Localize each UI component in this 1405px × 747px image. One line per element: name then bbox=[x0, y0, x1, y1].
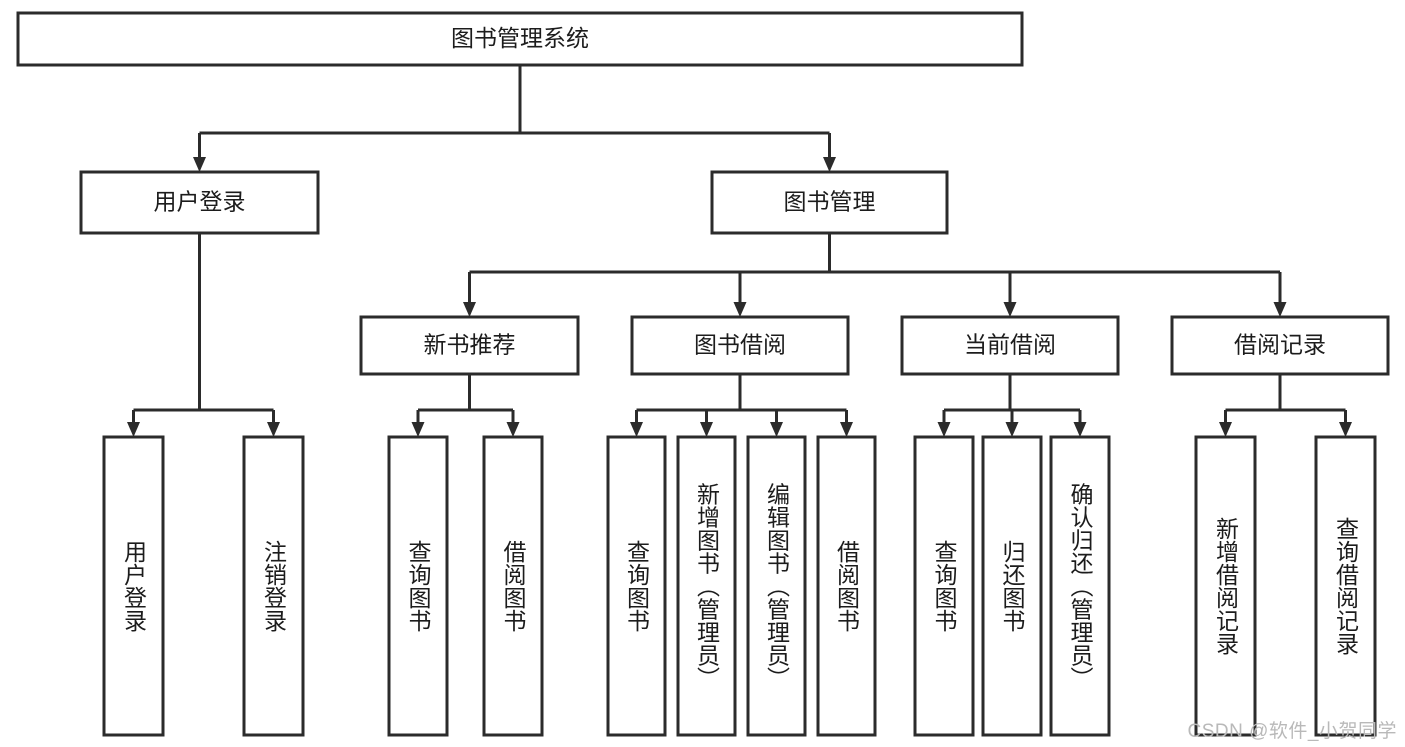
node-box bbox=[1170, 315, 1390, 376]
edge-arrow-icon bbox=[1005, 422, 1019, 437]
node-label: 借阅图书 bbox=[834, 540, 861, 632]
node-label: 查询图书 bbox=[405, 540, 432, 632]
node-box bbox=[359, 315, 580, 376]
node-label: 新增图书（管理员） bbox=[694, 483, 721, 690]
node-box bbox=[1314, 435, 1377, 737]
node-label: 注销登录 bbox=[261, 540, 288, 632]
node-label: 图书借阅 bbox=[694, 332, 786, 358]
node-box bbox=[746, 435, 807, 737]
edge-arrow-icon bbox=[1339, 422, 1352, 437]
node-label: 借阅图书 bbox=[500, 540, 527, 632]
node-leaf-logout[interactable]: 注销登录 bbox=[242, 435, 305, 737]
node-leaf-borrow-book-1[interactable]: 借阅图书 bbox=[482, 435, 544, 737]
node-box bbox=[816, 435, 877, 737]
node-box bbox=[913, 435, 975, 737]
node-leaf-add-record[interactable]: 新增借阅记录 bbox=[1194, 435, 1257, 737]
edge-arrow-icon bbox=[411, 422, 425, 437]
edge-arrow-icon bbox=[770, 422, 783, 437]
edge-arrow-icon bbox=[463, 302, 476, 317]
edge-arrow-icon bbox=[267, 422, 280, 437]
node-book-manage[interactable]: 图书管理 bbox=[710, 170, 949, 235]
node-box bbox=[242, 435, 305, 737]
node-label: 用户登录 bbox=[121, 540, 148, 632]
node-leaf-add-book[interactable]: 新增图书（管理员） bbox=[676, 435, 737, 737]
node-box bbox=[1049, 435, 1111, 737]
edge-arrow-icon bbox=[1273, 302, 1287, 317]
node-box bbox=[79, 170, 320, 235]
node-label: 确认归还（管理员） bbox=[1067, 483, 1094, 690]
csdn-watermark: CSDN @软件_小贺同学 bbox=[1187, 721, 1397, 742]
node-label: 编辑图书（管理员） bbox=[764, 483, 791, 690]
edge-arrow-icon bbox=[1219, 422, 1232, 437]
node-label: 新书推荐 bbox=[424, 332, 516, 358]
edge-arrow-icon bbox=[127, 422, 140, 437]
node-leaf-query-record[interactable]: 查询借阅记录 bbox=[1314, 435, 1377, 737]
node-box bbox=[102, 435, 165, 737]
node-box bbox=[630, 315, 850, 376]
node-current-borrow[interactable]: 当前借阅 bbox=[900, 315, 1120, 376]
node-box bbox=[387, 435, 449, 737]
node-root[interactable]: 图书管理系统 bbox=[16, 11, 1024, 67]
edge-arrow-icon bbox=[700, 422, 713, 437]
node-label: 新增借阅记录 bbox=[1213, 517, 1240, 655]
node-label: 用户登录 bbox=[154, 189, 246, 215]
node-box bbox=[900, 315, 1120, 376]
node-label: 查询图书 bbox=[931, 540, 958, 632]
edge-arrow-icon bbox=[823, 157, 836, 172]
node-label: 图书管理 bbox=[784, 189, 876, 215]
node-box bbox=[1194, 435, 1257, 737]
node-user-login[interactable]: 用户登录 bbox=[79, 170, 320, 235]
node-box bbox=[676, 435, 737, 737]
node-leaf-query-book-1[interactable]: 查询图书 bbox=[387, 435, 449, 737]
node-label: 归还图书 bbox=[999, 540, 1026, 632]
node-label: 查询图书 bbox=[624, 540, 651, 632]
node-box bbox=[606, 435, 667, 737]
node-leaf-query-book-3[interactable]: 查询图书 bbox=[913, 435, 975, 737]
edge-arrow-icon bbox=[733, 302, 747, 317]
edge-arrow-icon bbox=[937, 422, 951, 437]
node-borrow-record[interactable]: 借阅记录 bbox=[1170, 315, 1390, 376]
edge-arrow-icon bbox=[1073, 422, 1087, 437]
node-leaf-confirm-return[interactable]: 确认归还（管理员） bbox=[1049, 435, 1111, 737]
node-label: 当前借阅 bbox=[964, 332, 1056, 358]
node-box bbox=[981, 435, 1043, 737]
node-leaf-return-book[interactable]: 归还图书 bbox=[981, 435, 1043, 737]
node-box bbox=[482, 435, 544, 737]
node-leaf-borrow-book-2[interactable]: 借阅图书 bbox=[816, 435, 877, 737]
node-leaf-edit-book[interactable]: 编辑图书（管理员） bbox=[746, 435, 807, 737]
edge-arrow-icon bbox=[1003, 302, 1017, 317]
node-book-borrow[interactable]: 图书借阅 bbox=[630, 315, 850, 376]
node-label: 借阅记录 bbox=[1234, 332, 1326, 358]
edge-arrow-icon bbox=[506, 422, 520, 437]
edge-arrow-icon bbox=[630, 422, 643, 437]
edge-arrow-icon bbox=[193, 157, 206, 172]
node-box bbox=[16, 11, 1024, 67]
edge-layer bbox=[127, 65, 1352, 437]
node-box bbox=[710, 170, 949, 235]
node-layer: 图书管理系统用户登录图书管理新书推荐图书借阅当前借阅借阅记录用户登录注销登录查询… bbox=[16, 11, 1390, 737]
node-label: 查询借阅记录 bbox=[1333, 517, 1360, 655]
node-label: 图书管理系统 bbox=[451, 25, 589, 51]
node-leaf-user-login[interactable]: 用户登录 bbox=[102, 435, 165, 737]
node-leaf-query-book-2[interactable]: 查询图书 bbox=[606, 435, 667, 737]
edge-arrow-icon bbox=[840, 422, 853, 437]
node-new-book-rec[interactable]: 新书推荐 bbox=[359, 315, 580, 376]
